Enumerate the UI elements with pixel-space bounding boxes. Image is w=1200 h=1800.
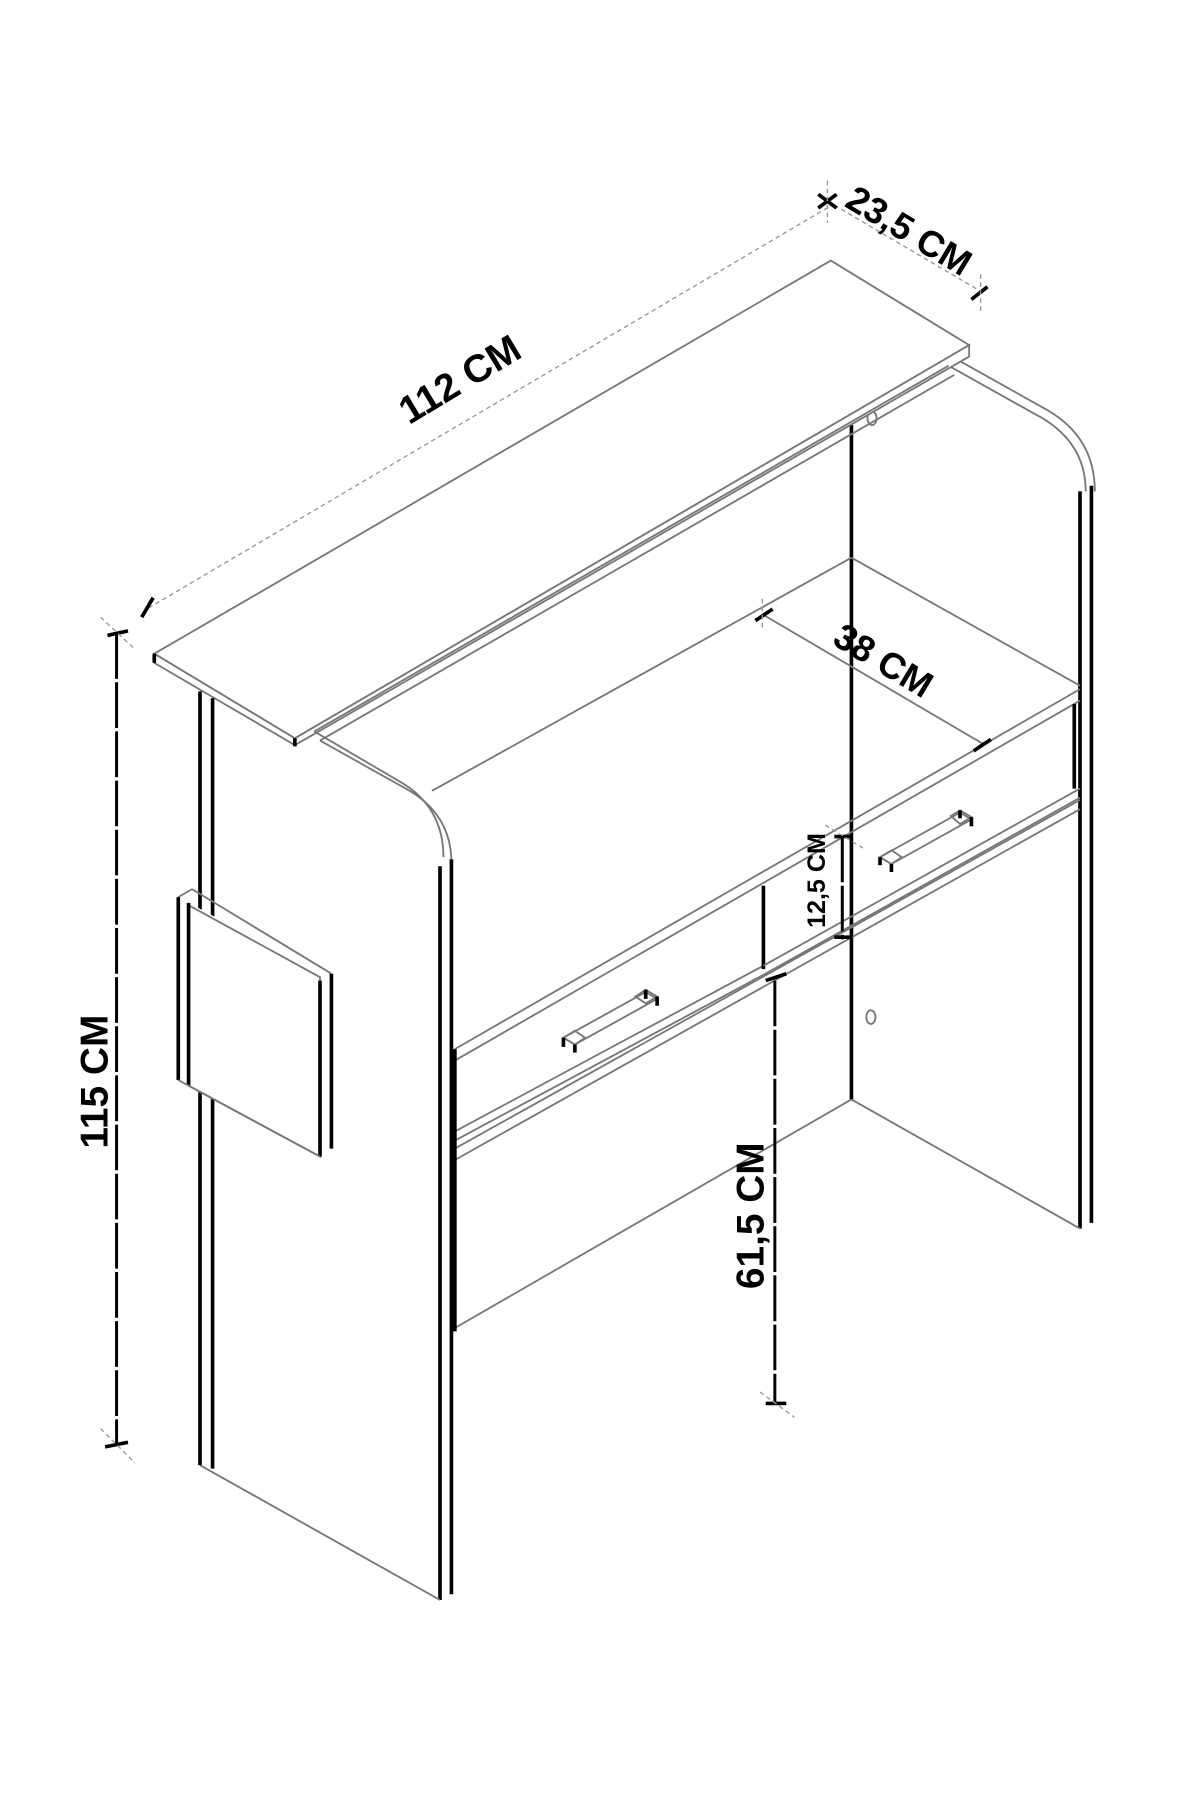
drawer-right xyxy=(762,704,1081,976)
dimension-total-height: 115 CM xyxy=(73,616,136,1464)
right-side-panel xyxy=(849,360,1096,1230)
body-frame xyxy=(313,364,1081,1062)
side-hanging-panel xyxy=(176,888,334,1159)
dimension-body-depth-label: 38 CM xyxy=(827,615,940,706)
dimension-under-drawer-height-label: 61,5 CM xyxy=(729,1142,772,1289)
dimension-body-depth: 38 CM xyxy=(754,598,992,753)
dimension-total-height-label: 115 CM xyxy=(73,1015,116,1149)
dimension-drawer-height: 12,5 CM xyxy=(803,824,864,940)
drawer-handle-left xyxy=(561,988,659,1053)
bottom-rail xyxy=(453,799,1081,1332)
drawer-left xyxy=(454,885,766,1142)
hole-marker-bottom xyxy=(865,1009,877,1025)
dimension-under-drawer-height: 61,5 CM xyxy=(729,971,795,1418)
dimension-top-depth-label: 23,5 CM xyxy=(839,177,979,283)
drawer-handle-right xyxy=(878,809,974,872)
dimension-drawer-height-label: 12,5 CM xyxy=(803,833,831,928)
dimension-width-label: 112 CM xyxy=(392,327,529,433)
top-board xyxy=(152,259,971,747)
